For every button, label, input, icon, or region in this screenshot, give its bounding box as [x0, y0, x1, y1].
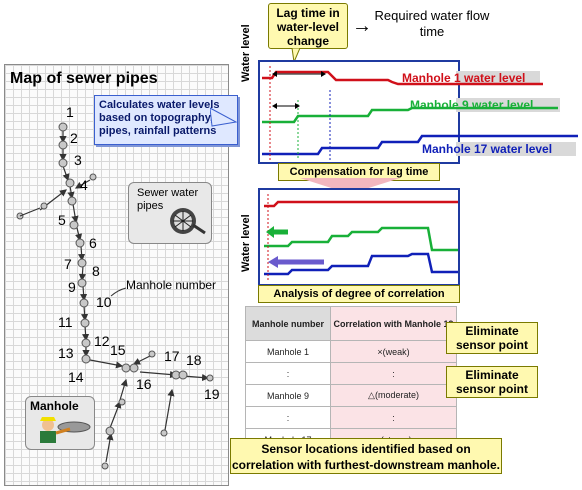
manhole-number-2: 2: [70, 130, 78, 146]
panel1-caption: Compensation for lag time: [278, 163, 440, 181]
eliminate-note-2: Eliminate sensor point: [446, 366, 538, 398]
table-header-manhole: Manhole number: [245, 306, 331, 341]
table-cell: :: [245, 406, 331, 429]
manhole-worker-icon: [40, 417, 91, 443]
manhole-number-19: 19: [204, 386, 220, 402]
table-cell: ×(weak): [330, 340, 457, 363]
pink-down-arrow: [300, 178, 400, 194]
table-cell: Manhole 1: [245, 340, 331, 363]
panel1-ylabel: Water level: [240, 24, 252, 82]
footer-note: Sensor locations identified based on cor…: [230, 438, 502, 474]
manhole-number-label: Manhole number: [126, 278, 217, 292]
eliminate-note-1: Eliminate sensor point: [446, 322, 538, 354]
table-cell: :: [330, 406, 457, 429]
pointer-line: [110, 287, 127, 297]
manhole-number-11: 11: [58, 314, 73, 330]
panel2-ylabel: Water level: [240, 214, 252, 272]
panel2-caption: Analysis of degree of correlation: [258, 285, 460, 303]
right-arrow-icon: →: [352, 15, 372, 37]
manhole-number-12: 12: [94, 333, 110, 349]
manhole-number-18: 18: [186, 352, 202, 368]
required-flow-time: Required water flow time: [374, 8, 490, 39]
table-cell: :: [330, 362, 457, 385]
manhole-number-17: 17: [164, 348, 180, 364]
lag-time-box: Lag time in water-level change: [268, 3, 348, 49]
series-manhole-9: Manhole 9 water level: [410, 98, 534, 112]
manhole-number-15: 15: [110, 342, 126, 358]
manhole-number-1: 1: [66, 104, 74, 120]
manhole-number-7: 7: [64, 256, 72, 272]
manhole-number-4: 4: [80, 177, 88, 193]
callout-pointer: [210, 107, 238, 127]
lag-pointer: [291, 48, 301, 64]
panel2-lines: [264, 194, 458, 282]
table-cell: :: [245, 362, 331, 385]
table-cell: △(moderate): [330, 384, 457, 407]
series1-tag: [456, 71, 540, 85]
manhole-number-3: 3: [74, 152, 82, 168]
manhole-number-13: 13: [58, 345, 74, 361]
table-row: : :: [245, 406, 457, 429]
calc-callout: Calculates water levels based on topogra…: [94, 95, 238, 145]
manhole-box: Manhole: [25, 396, 95, 450]
manhole-number-6: 6: [89, 235, 97, 251]
manhole-number-16: 16: [136, 376, 152, 392]
series3-tag: [456, 142, 576, 156]
table-row: Manhole 9 △(moderate): [245, 384, 457, 407]
panel1-chart: [258, 60, 460, 164]
manhole-number-14: 14: [68, 369, 84, 385]
table-row: Manhole 1 ×(weak): [245, 340, 457, 363]
manhole-label: Manhole: [30, 399, 79, 413]
map-title: Map of sewer pipes: [10, 70, 158, 87]
manhole-number-9: 9: [68, 279, 76, 295]
sewer-pipes-label: Sewer water pipes: [137, 187, 199, 212]
correlation-table: Manhole number Correlation with Manhole …: [245, 306, 457, 451]
manhole-number-10: 10: [96, 294, 112, 310]
series-manhole-17: Manhole 17 water level: [422, 142, 553, 156]
pipe-photo-icon: [170, 208, 206, 235]
panel1-lines: [262, 66, 578, 160]
manhole-number-8: 8: [92, 263, 100, 279]
table-header-correlation: Correlation with Manhole 19: [330, 306, 457, 341]
series-manhole-1: Manhole 1 water level: [402, 71, 526, 85]
sewer-pipes-box: Sewer water pipes: [128, 182, 212, 244]
table-row: : :: [245, 362, 457, 385]
table-cell: Manhole 9: [245, 384, 331, 407]
manhole-number-5: 5: [58, 212, 66, 228]
